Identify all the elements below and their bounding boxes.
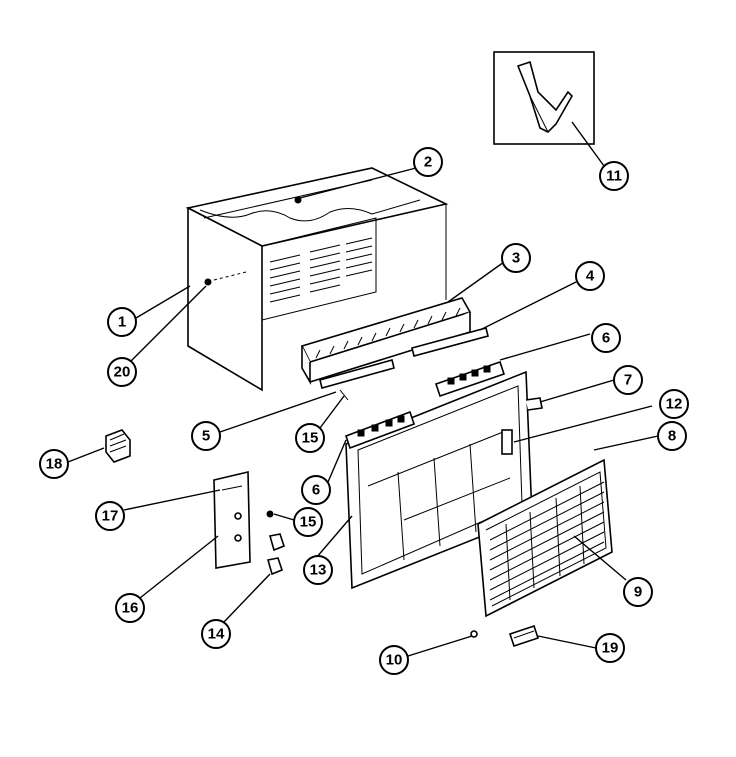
- svg-text:7: 7: [624, 372, 632, 389]
- svg-text:8: 8: [668, 428, 676, 445]
- callout-14: 14: [201, 619, 231, 649]
- svg-text:2: 2: [424, 154, 432, 171]
- callout-2: 2: [413, 147, 443, 177]
- callout-6-lower: 6: [301, 475, 331, 505]
- callout-8: 8: [657, 421, 687, 451]
- callout-6-upper: 6: [591, 323, 621, 353]
- svg-text:6: 6: [312, 482, 320, 499]
- callout-11: 11: [599, 161, 629, 191]
- rail-assembly: [300, 297, 489, 401]
- svg-text:3: 3: [512, 250, 520, 267]
- callout-5: 5: [191, 421, 221, 451]
- control-strip-upper: [434, 360, 506, 398]
- svg-text:1: 1: [118, 314, 126, 331]
- svg-text:17: 17: [102, 508, 119, 525]
- control-panel: [213, 470, 251, 569]
- svg-text:15: 15: [300, 514, 317, 531]
- part-11-inset: [493, 51, 595, 145]
- svg-text:14: 14: [208, 626, 225, 643]
- callout-20: 20: [107, 357, 137, 387]
- callout-16: 16: [115, 593, 145, 623]
- svg-text:6: 6: [602, 330, 610, 347]
- callout-18: 18: [39, 449, 69, 479]
- cabinet-shell: [185, 167, 449, 392]
- svg-text:11: 11: [606, 168, 622, 185]
- svg-text:12: 12: [666, 396, 683, 413]
- callout-4: 4: [575, 261, 605, 291]
- svg-text:9: 9: [634, 584, 642, 601]
- callout-3: 3: [501, 243, 531, 273]
- callout-10: 10: [379, 645, 409, 675]
- svg-text:5: 5: [202, 428, 210, 445]
- callout-13: 13: [303, 555, 333, 585]
- leader-lines: [67, 121, 659, 657]
- svg-text:4: 4: [586, 268, 595, 285]
- callout-15-lower: 15: [293, 507, 323, 537]
- svg-text:15: 15: [302, 430, 319, 447]
- callout-15-upper: 15: [295, 423, 325, 453]
- callout-19: 19: [595, 633, 625, 663]
- front-grille: [477, 458, 613, 618]
- callout-7: 7: [613, 365, 643, 395]
- callouts: 1 2 3 4 5 6 6 7: [39, 147, 689, 675]
- callout-12: 12: [659, 389, 689, 419]
- svg-text:18: 18: [46, 456, 63, 473]
- cabinet-louvers: [269, 237, 373, 303]
- svg-text:13: 13: [310, 562, 327, 579]
- part-19-label: [508, 624, 540, 648]
- svg-text:16: 16: [122, 600, 139, 617]
- svg-text:19: 19: [602, 640, 619, 657]
- callout-9: 9: [623, 577, 653, 607]
- knobs: [266, 510, 285, 576]
- callout-1: 1: [107, 307, 137, 337]
- svg-text:20: 20: [114, 364, 131, 381]
- svg-text:10: 10: [386, 652, 403, 669]
- callout-17: 17: [95, 501, 125, 531]
- part-10-screw: [470, 630, 478, 638]
- part-18-block: [105, 429, 131, 463]
- control-strip-lower: [344, 410, 416, 450]
